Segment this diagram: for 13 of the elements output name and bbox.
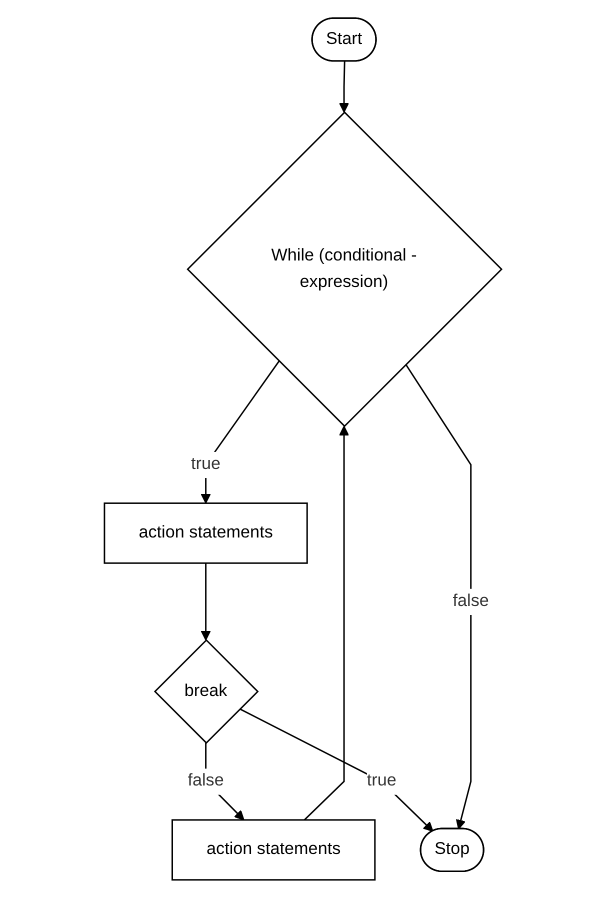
edge-label: true xyxy=(366,770,396,790)
edge-label: false xyxy=(452,590,489,610)
node-diamond: break xyxy=(154,638,259,744)
edge-label: false xyxy=(188,770,224,790)
arrow xyxy=(405,364,472,830)
arrow xyxy=(239,708,434,832)
arrow xyxy=(200,562,211,640)
node-box: action statements xyxy=(172,818,376,880)
arrow xyxy=(339,60,350,112)
arrow xyxy=(304,425,350,820)
edge-label: true xyxy=(191,454,221,474)
node-box: action statements xyxy=(104,502,308,564)
node-diamond: While (conditional -expression) xyxy=(186,110,503,427)
